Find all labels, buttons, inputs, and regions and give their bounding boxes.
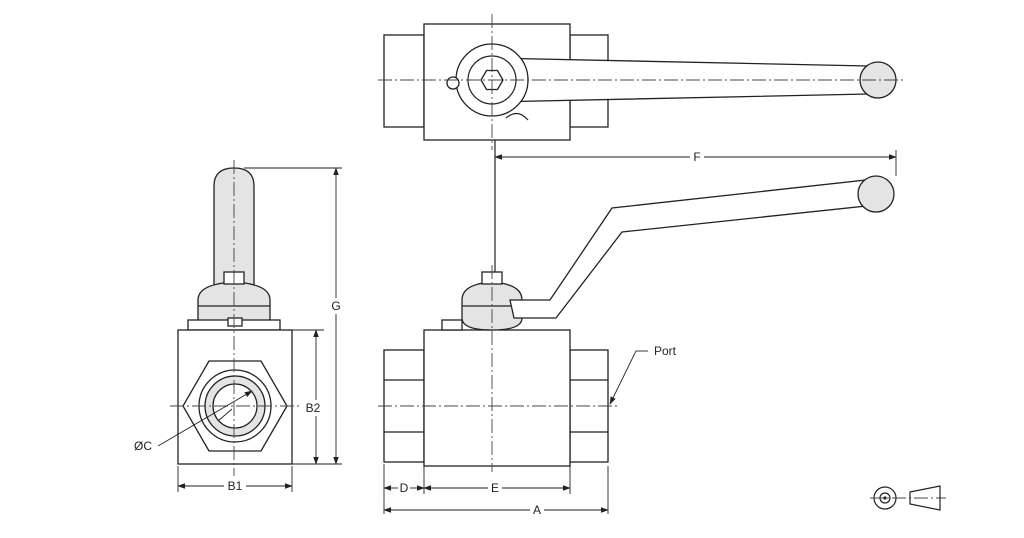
dimension-d-label: D	[400, 481, 409, 495]
dimension-b1: B1	[177, 466, 293, 493]
dimension-oc: ØC	[134, 390, 253, 453]
dimension-f: F	[494, 150, 897, 176]
top-view-stop-arc	[505, 112, 529, 121]
dimension-g-label: G	[331, 299, 340, 313]
dimension-b2-label: B2	[306, 401, 321, 415]
dimension-e: E	[423, 466, 571, 495]
top-view	[378, 14, 905, 150]
front-view-lever-arm	[509, 179, 867, 319]
dimension-b1-label: B1	[228, 479, 243, 493]
dimension-a: A	[383, 466, 609, 517]
port-label: Port	[654, 344, 677, 358]
side-view-stop-pin	[227, 317, 243, 327]
port-callout: Port	[609, 344, 677, 405]
dimension-a-label: A	[533, 503, 541, 517]
side-view	[170, 160, 300, 476]
top-view-left-port-end	[383, 34, 425, 128]
dimension-b2: B2	[292, 329, 324, 465]
dimension-d: D	[383, 464, 425, 514]
dimension-g: G	[244, 167, 342, 465]
top-view-lever-arm	[491, 57, 869, 103]
top-view-stop-pin	[446, 76, 460, 90]
front-view-lever-knob	[857, 175, 895, 213]
dimension-f-label: F	[693, 150, 700, 164]
front-view-valve-body	[423, 329, 571, 467]
third-angle-projection-icon	[870, 485, 946, 511]
front-view-stop-pin	[441, 319, 463, 331]
dimension-e-label: E	[491, 481, 499, 495]
front-view	[378, 175, 895, 472]
dimension-oc-label: ØC	[134, 439, 152, 453]
